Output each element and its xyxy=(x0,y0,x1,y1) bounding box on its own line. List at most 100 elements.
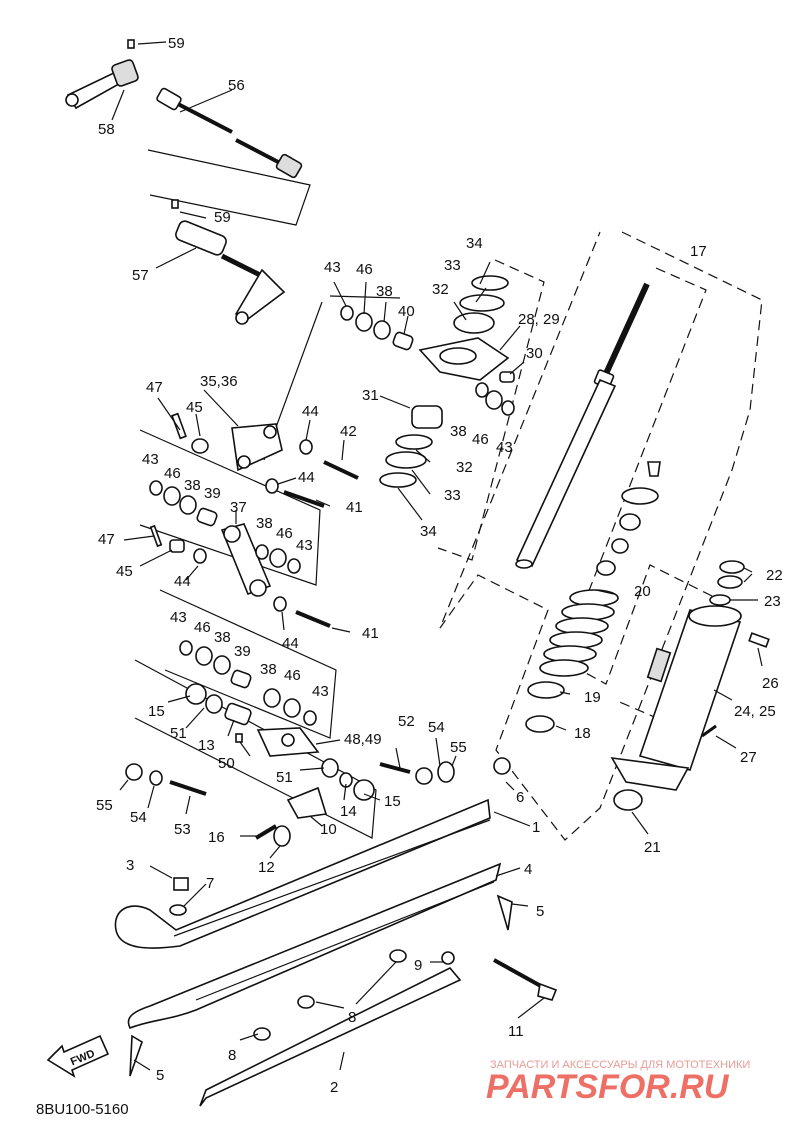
callout-38: 38 xyxy=(184,477,201,494)
diagram-code: 8BU100-5160 xyxy=(36,1101,129,1118)
callout-2: 2 xyxy=(330,1079,338,1096)
callout-43: 43 xyxy=(312,683,329,700)
callout-16: 16 xyxy=(208,829,225,846)
callout-50: 50 xyxy=(218,755,235,772)
callout-38: 38 xyxy=(260,661,277,678)
callout-58: 58 xyxy=(98,121,115,138)
steering-arm-upper xyxy=(65,39,303,179)
callout-44: 44 xyxy=(302,403,319,420)
callout-45: 45 xyxy=(186,399,203,416)
callout-55: 55 xyxy=(96,797,113,814)
callout-59: 59 xyxy=(214,209,231,226)
callout-32: 32 xyxy=(456,459,473,476)
callout-20: 20 xyxy=(634,583,651,600)
callout-21: 21 xyxy=(644,839,661,856)
callout-57: 57 xyxy=(132,267,149,284)
callout-46: 46 xyxy=(164,465,181,482)
watermark-logo: PARTSFOR.RU xyxy=(486,1068,730,1106)
callout-31: 31 xyxy=(362,387,379,404)
callout-35-36: 35,36 xyxy=(200,373,238,390)
callout-38: 38 xyxy=(450,423,467,440)
callout-27: 27 xyxy=(740,749,757,766)
callout-43: 43 xyxy=(496,439,513,456)
callout-51: 51 xyxy=(276,769,293,786)
callout-10: 10 xyxy=(320,821,337,838)
callout-47: 47 xyxy=(98,531,115,548)
callout-13: 13 xyxy=(198,737,215,754)
callout-46: 46 xyxy=(472,431,489,448)
callout-30: 30 xyxy=(526,345,543,362)
callout-40: 40 xyxy=(398,303,415,320)
callout-41: 41 xyxy=(346,499,363,516)
steering-arm-lower xyxy=(171,199,286,325)
callout-33: 33 xyxy=(444,487,461,504)
callout-12: 12 xyxy=(258,859,275,876)
callout-3: 3 xyxy=(126,857,134,874)
callout-23: 23 xyxy=(764,593,781,610)
callout-39: 39 xyxy=(234,643,251,660)
callout-7: 7 xyxy=(206,875,214,892)
callout-43: 43 xyxy=(324,259,341,276)
callout-54: 54 xyxy=(428,719,445,736)
callout-38: 38 xyxy=(376,283,393,300)
callout-22: 22 xyxy=(766,567,783,584)
bracket-group-boxes xyxy=(134,149,401,839)
callout-15: 15 xyxy=(148,703,165,720)
callout-32: 32 xyxy=(432,281,449,298)
watermark-tagline: ЗАПЧАСТИ И АКСЕССУАРЫ ДЛЯ МОТОТЕХНИКИ xyxy=(490,1059,750,1071)
callout-46: 46 xyxy=(194,619,211,636)
callout-43: 43 xyxy=(142,451,159,468)
callout-46: 46 xyxy=(284,667,301,684)
callout-48-49: 48,49 xyxy=(344,731,382,748)
callout-51: 51 xyxy=(170,725,187,742)
leader-lines xyxy=(111,41,763,1071)
callout-41: 41 xyxy=(362,625,379,642)
callout-5: 5 xyxy=(156,1067,164,1084)
callout-52: 52 xyxy=(398,713,415,730)
callout-18: 18 xyxy=(574,725,591,742)
lower-bushings xyxy=(125,640,511,847)
callout-47: 47 xyxy=(146,379,163,396)
gas-reservoir xyxy=(610,560,770,811)
callout-33: 33 xyxy=(444,257,461,274)
callout-43: 43 xyxy=(170,609,187,626)
middle-bushings xyxy=(149,480,331,628)
callout-46: 46 xyxy=(356,261,373,278)
callout-8: 8 xyxy=(228,1047,236,1064)
callout-24-25: 24, 25 xyxy=(734,703,776,720)
upper-arm xyxy=(171,412,359,508)
callout-43: 43 xyxy=(296,537,313,554)
upper-pivot-bracket xyxy=(379,275,515,488)
callout-9: 9 xyxy=(414,957,422,974)
callout-45: 45 xyxy=(116,563,133,580)
callout-44: 44 xyxy=(282,635,299,652)
ski xyxy=(114,798,558,1107)
callout-labels: 59 56 58 59 57 34 33 32 28, 29 30 17 43 … xyxy=(96,35,783,1096)
callout-34: 34 xyxy=(466,235,483,252)
callout-26: 26 xyxy=(762,675,779,692)
callout-14: 14 xyxy=(340,803,357,820)
callout-1: 1 xyxy=(532,819,540,836)
callout-5: 5 xyxy=(536,903,544,920)
callout-19: 19 xyxy=(584,689,601,706)
callout-54: 54 xyxy=(130,809,147,826)
spring-assembly xyxy=(525,461,661,733)
callout-38: 38 xyxy=(214,629,231,646)
callout-53: 53 xyxy=(174,821,191,838)
callout-8: 8 xyxy=(348,1009,356,1026)
callout-42: 42 xyxy=(340,423,357,440)
upper-bushings xyxy=(340,305,414,351)
callout-56: 56 xyxy=(228,77,245,94)
callout-38: 38 xyxy=(256,515,273,532)
forward-arrow-icon: FWD xyxy=(46,1034,110,1078)
callout-59: 59 xyxy=(168,35,185,52)
callout-28-29: 28, 29 xyxy=(518,311,560,328)
callout-37: 37 xyxy=(230,499,247,516)
callout-15: 15 xyxy=(384,793,401,810)
callout-44: 44 xyxy=(174,573,191,590)
coil-spring xyxy=(539,589,619,677)
callout-39: 39 xyxy=(204,485,221,502)
callout-34: 34 xyxy=(420,523,437,540)
callout-11: 11 xyxy=(508,1023,524,1040)
